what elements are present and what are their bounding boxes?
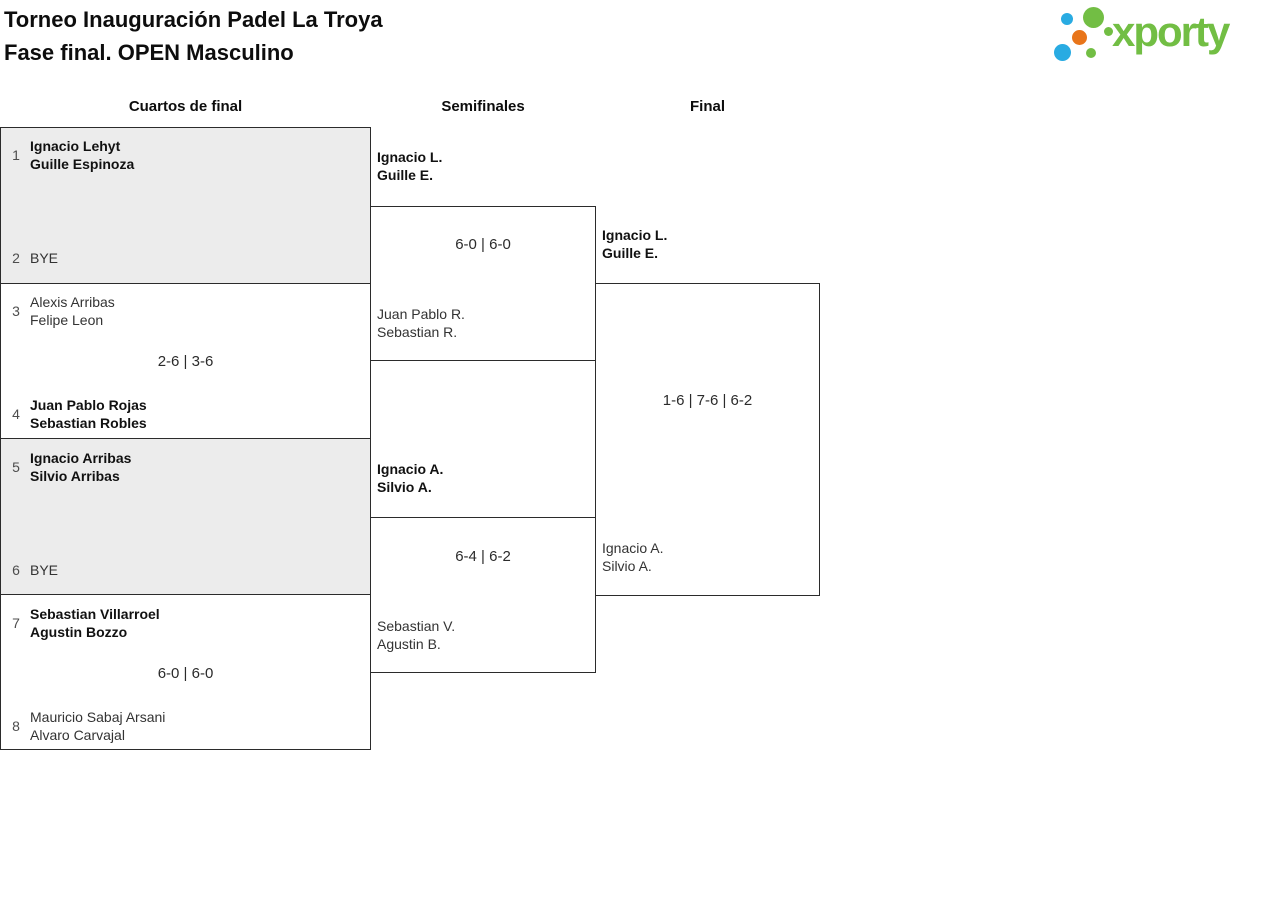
player-1-name: Ignacio L. xyxy=(602,227,668,243)
participant-names: BYE xyxy=(30,249,58,267)
logo-wordmark: xporty xyxy=(1112,8,1230,55)
sf1-top-participant: Ignacio L. Guille E. xyxy=(377,148,442,184)
player-2-name: Sebastian R. xyxy=(377,324,458,340)
participant-names: Ignacio Lehyt Guille Espinoza xyxy=(30,137,134,173)
sf1-score: 6-0 | 6-0 xyxy=(455,236,511,253)
participant-names: Mauricio Sabaj Arsani Alvaro Carvajal xyxy=(30,708,165,744)
final-bottom-participant: Ignacio A. Silvio A. xyxy=(602,539,664,575)
sf-match-2-box[interactable] xyxy=(370,517,596,673)
player-2-name: Felipe Leon xyxy=(30,312,104,328)
qf4-top-participant: 7 Sebastian Villarroel Agustin Bozzo xyxy=(8,605,160,641)
player-1-name: Alexis Arribas xyxy=(30,294,115,310)
seed-number: 1 xyxy=(12,147,20,163)
player-1-name: Mauricio Sabaj Arsani xyxy=(30,709,166,725)
player-1-name: Ignacio A. xyxy=(602,540,664,556)
player-2-name: Guille E. xyxy=(602,245,659,261)
final-score: 1-6 | 7-6 | 6-2 xyxy=(662,392,753,409)
final-match-box[interactable] xyxy=(595,283,820,596)
qf-match-4-box[interactable] xyxy=(0,594,371,750)
player-1-name: Ignacio Lehyt xyxy=(30,138,121,154)
sf2-score: 6-4 | 6-2 xyxy=(455,548,511,565)
seed-number: 3 xyxy=(12,303,20,319)
player-1-name: Ignacio A. xyxy=(377,461,444,477)
player-2-name: Silvio Arribas xyxy=(30,468,120,484)
player-1-name: Juan Pablo Rojas xyxy=(30,397,147,413)
seed-number: 6 xyxy=(12,562,20,578)
qf2-top-participant: 3 Alexis Arribas Felipe Leon xyxy=(8,293,115,329)
qf2-score: 2-6 | 3-6 xyxy=(157,353,214,370)
column-header-final: Final xyxy=(689,98,725,115)
player-1-name: BYE xyxy=(30,250,59,266)
logo-dot-blue-small-icon xyxy=(1061,13,1073,25)
qf2-bottom-participant: 4 Juan Pablo Rojas Sebastian Robles xyxy=(8,396,147,432)
player-2-name: Agustin B. xyxy=(377,636,441,652)
qf4-score: 6-0 | 6-0 xyxy=(157,665,214,682)
player-1-name: Ignacio Arribas xyxy=(30,450,132,466)
sf2-bottom-participant: Sebastian V. Agustin B. xyxy=(377,617,455,653)
player-2-name: Alvaro Carvajal xyxy=(30,727,125,743)
player-1-name: Sebastian V. xyxy=(377,618,456,634)
logo-dot-green-right-icon xyxy=(1104,27,1113,36)
seed-number: 4 xyxy=(12,406,20,422)
participant-names: Juan Pablo Rojas Sebastian Robles xyxy=(30,396,147,432)
tournament-name: Torneo Inauguración Padel La Troya xyxy=(4,7,383,32)
player-2-name: Sebastian Robles xyxy=(30,415,147,431)
player-2-name: Silvio A. xyxy=(602,558,652,574)
logo-dot-green-small-icon xyxy=(1086,48,1096,58)
qf1-bottom-participant: 2 BYE xyxy=(8,249,58,267)
column-header-quarterfinals: Cuartos de final xyxy=(128,98,243,115)
qf-match-3-box[interactable] xyxy=(0,438,371,595)
player-2-name: Guille E. xyxy=(377,167,434,183)
sf-match-1-box[interactable] xyxy=(370,206,596,361)
qf-match-2-box[interactable] xyxy=(0,283,371,439)
sf2-top-participant: Ignacio A. Silvio A. xyxy=(377,460,443,496)
logo-dot-blue-large-icon xyxy=(1054,44,1071,61)
seed-number: 8 xyxy=(12,718,20,734)
participant-names: Sebastian Villarroel Agustin Bozzo xyxy=(30,605,160,641)
sf1-bottom-participant: Juan Pablo R. Sebastian R. xyxy=(377,305,465,341)
final-top-participant: Ignacio L. Guille E. xyxy=(602,226,667,262)
qf3-bottom-participant: 6 BYE xyxy=(8,561,58,579)
page-title: Torneo Inauguración Padel La Troya Fase … xyxy=(4,3,383,69)
participant-names: BYE xyxy=(30,561,58,579)
qf3-top-participant: 5 Ignacio Arribas Silvio Arribas xyxy=(8,449,131,485)
xporty-logo[interactable] xyxy=(1048,0,1280,70)
player-1-name: Ignacio L. xyxy=(377,149,443,165)
seed-number: 2 xyxy=(12,250,20,266)
qf1-top-participant: 1 Ignacio Lehyt Guille Espinoza xyxy=(8,137,134,173)
logo-dot-green-large-icon xyxy=(1083,7,1104,28)
player-2-name: Guille Espinoza xyxy=(30,156,135,172)
player-2-name: Silvio A. xyxy=(377,479,432,495)
player-1-name: Juan Pablo R. xyxy=(377,306,465,322)
qf4-bottom-participant: 8 Mauricio Sabaj Arsani Alvaro Carvajal xyxy=(8,708,165,744)
participant-names: Ignacio Arribas Silvio Arribas xyxy=(30,449,131,485)
phase-name: Fase final. OPEN Masculino xyxy=(4,40,294,65)
participant-names: Alexis Arribas Felipe Leon xyxy=(30,293,115,329)
player-2-name: Agustin Bozzo xyxy=(30,624,128,640)
seed-number: 7 xyxy=(12,615,20,631)
seed-number: 5 xyxy=(12,459,20,475)
player-1-name: BYE xyxy=(30,562,59,578)
column-header-semifinals: Semifinales xyxy=(441,98,525,115)
player-1-name: Sebastian Villarroel xyxy=(30,606,160,622)
logo-dot-orange-icon xyxy=(1072,30,1087,45)
